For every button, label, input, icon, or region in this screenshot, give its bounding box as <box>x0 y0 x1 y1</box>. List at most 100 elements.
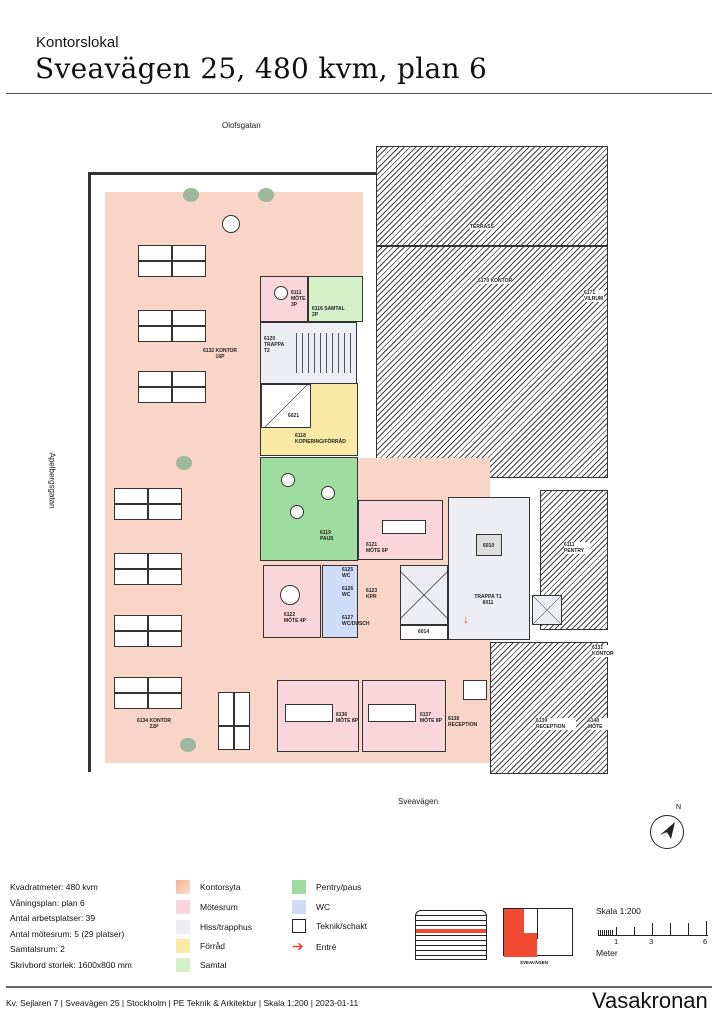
info-talk-rooms: Samtalsrum: 2 <box>10 944 65 954</box>
desk <box>218 726 234 750</box>
label-6116: 6116 Samtal 2P <box>312 306 345 318</box>
plant-icon <box>180 738 196 752</box>
legend-item: ➔Entré <box>292 938 336 955</box>
keyplan-street: SVEAVÄGEN <box>520 960 548 965</box>
brand-logo: Vasakronan <box>592 988 708 1013</box>
swatch-kontorsyta <box>176 880 190 894</box>
plant-icon <box>183 188 199 202</box>
label-6125: 6125 WC <box>342 567 354 579</box>
desk <box>172 310 206 326</box>
round-table <box>222 215 240 233</box>
page-kicker: Kontorslokal <box>36 34 119 51</box>
info-meeting-rooms: Antal mötesrum: 5 (29 platser) <box>10 928 125 939</box>
neighbor-tenant-southeast <box>490 642 608 774</box>
legend-label: Kontorsyta <box>200 882 241 892</box>
shaft-6010 <box>476 534 502 556</box>
label-6127: 6127 WC/DUSCH <box>342 615 370 627</box>
label-6136: 6136 Möte 8P <box>336 712 358 724</box>
label-e-kontor: 6131 Kontor <box>592 645 614 657</box>
plant-icon <box>176 456 192 470</box>
scale-tick-6: 6 <box>703 937 708 946</box>
swatch-motesrum <box>176 900 190 914</box>
desk <box>114 488 148 504</box>
label-e-mote: 6140 Möte <box>588 718 608 730</box>
desk <box>148 553 182 569</box>
round-table <box>321 486 335 500</box>
label-6123: 6123 KPR <box>366 588 378 600</box>
label-6121: 6121 Möte 6P <box>366 542 388 554</box>
desk <box>148 693 182 709</box>
legend-label: WC <box>316 902 331 912</box>
label-6138: 6138 Reception <box>448 716 478 728</box>
swatch-wc <box>292 900 306 914</box>
label-6122: 6122 Möte 4P <box>284 612 306 624</box>
desk <box>148 615 182 631</box>
legend-item: Förråd <box>176 939 225 953</box>
desk <box>114 553 148 569</box>
elevator-east <box>532 595 562 625</box>
label-6126: 6126 WC <box>342 586 354 598</box>
legend-label: Hiss/trapphus <box>200 922 252 932</box>
desk <box>285 704 333 722</box>
entrance-arrow-icon: ➔ <box>292 938 304 954</box>
footer-text: Kv. Sejlaren 7 | Sveavägen 25 | Stockhol… <box>6 998 359 1008</box>
desk <box>218 692 234 726</box>
desk <box>234 692 250 726</box>
desk <box>138 387 172 403</box>
desk <box>138 245 172 261</box>
desk <box>138 310 172 326</box>
desk <box>114 677 148 693</box>
label-n-kontor: 6170 Kontor <box>478 278 513 284</box>
label-6119: 6119 Paus <box>320 530 334 542</box>
desk <box>382 520 426 534</box>
desk <box>138 261 172 277</box>
legend-label: Pentry/paus <box>316 882 362 892</box>
legend-label: Mötesrum <box>200 902 238 912</box>
scale-label: Skala 1:200 <box>596 906 641 916</box>
current-floor-highlight <box>416 929 486 933</box>
swatch-hiss <box>176 920 190 934</box>
desk <box>172 326 206 342</box>
wc-block[interactable] <box>322 565 358 638</box>
desk <box>368 704 416 722</box>
desk <box>234 726 250 750</box>
desk <box>138 371 172 387</box>
outer-wall <box>88 172 378 772</box>
label-6021: 6021 <box>288 413 300 419</box>
room-6116[interactable] <box>308 276 363 322</box>
street-north: Olofsgatan <box>222 121 261 130</box>
desk <box>148 504 182 520</box>
stair-t1 <box>448 497 530 640</box>
legend-label: Teknik/schakt <box>316 921 368 931</box>
label-t1: Trappa T1 6011 <box>474 594 502 606</box>
shaft-6021 <box>261 384 311 428</box>
round-table <box>280 585 300 605</box>
desk <box>114 615 148 631</box>
neighbor-tenant-north <box>376 246 608 478</box>
street-south: Sveavägen <box>398 797 439 806</box>
label-6010: 6010 <box>483 543 495 549</box>
divider <box>6 986 712 988</box>
round-table <box>281 473 295 487</box>
swatch-teknik <box>292 919 306 933</box>
desk <box>172 245 206 261</box>
desk <box>172 371 206 387</box>
pantry-6119[interactable] <box>260 457 358 561</box>
info-floor: Våningsplan: plan 6 <box>10 897 85 908</box>
label-terrass: Terrass <box>470 224 494 230</box>
street-west: Apelbergsgatan <box>47 452 57 509</box>
desk <box>138 326 172 342</box>
legend-item: Mötesrum <box>176 900 238 914</box>
reception-desk <box>463 680 487 700</box>
legend-label: Förråd <box>200 941 226 951</box>
round-table <box>290 505 304 519</box>
label-6014: 6014 <box>418 629 430 635</box>
desk <box>114 631 148 647</box>
desk <box>148 631 182 647</box>
legend-label: Samtal <box>200 960 227 970</box>
property-info: Kvadratmeter: 480 kvm Våningsplan: plan … <box>10 880 132 973</box>
label-6137: 6137 Möte 8P <box>420 712 442 724</box>
elevator-west <box>400 565 448 625</box>
legend-item: Pentry/paus <box>292 880 361 894</box>
desk <box>148 677 182 693</box>
